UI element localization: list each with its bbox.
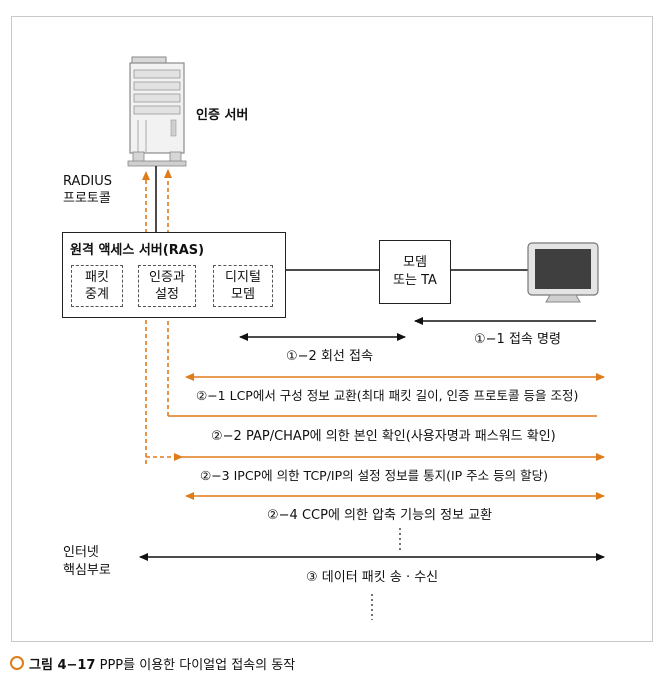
step-2-1-label: ②−1 LCP에서 구성 정보 교환(최대 패킷 길이, 인증 프로토콜 등을 … [196,388,579,403]
auth-config-line-1: 인증과 [149,270,185,285]
figure-frame [11,16,653,642]
caption-circle-icon [10,656,24,670]
backbone-line-1: 인터넷 [63,545,99,560]
figure-number: 그림 4−17 [29,658,96,673]
backbone-label: 인터넷 핵심부로 [63,544,111,580]
modem-box: 모뎀 또는 TA [379,240,451,304]
digital-modem-line-1: 디지털 [225,270,261,285]
modem-line-2: 또는 TA [393,273,437,288]
step-1-1-label: ①−1 접속 명령 [474,332,561,347]
ras-sub-digital-modem: 디지털 모뎀 [213,265,273,307]
packet-relay-line-2: 중계 [85,287,109,302]
radius-label-line-2: 프로토콜 [63,191,111,206]
step-2-4-label: ②−4 CCP에 의한 압축 기능의 정보 교환 [267,508,493,523]
ras-sub-auth-config: 인증과 설정 [138,265,196,307]
packet-relay-line-1: 패킷 [85,270,109,285]
digital-modem-line-2: 모뎀 [231,287,255,302]
backbone-line-2: 핵심부로 [63,563,111,578]
computer-icon [527,242,599,303]
step-2-2-label: ②−2 PAP/CHAP에 의한 본인 확인(사용자명과 패스워드 확인) [211,429,556,444]
radius-label: RADIUS 프로토콜 [63,173,112,207]
ras-box: 원격 액세스 서버(RAS) 패킷 중계 인증과 설정 디지털 모뎀 [62,232,286,318]
figure-caption-text: PPP를 이용한 다이얼업 접속의 동작 [99,658,296,673]
radius-label-line-1: RADIUS [63,174,113,189]
server-icon [127,56,187,167]
step-1-2-label: ①−2 회선 접속 [286,349,373,364]
server-label: 인증 서버 [196,108,249,123]
auth-config-line-2: 설정 [155,287,179,302]
ras-sub-packet-relay: 패킷 중계 [71,265,123,307]
figure-caption: 그림 4−17 PPP를 이용한 다이얼업 접속의 동작 [10,654,295,673]
ras-title: 원격 액세스 서버(RAS) [70,243,205,258]
modem-line-1: 모뎀 [403,255,427,270]
step-3-label: ③ 데이터 패킷 송 · 수신 [306,570,439,585]
step-2-3-label: ②−3 IPCP에 의한 TCP/IP의 설정 정보를 통지(IP 주소 등의 … [200,468,548,483]
